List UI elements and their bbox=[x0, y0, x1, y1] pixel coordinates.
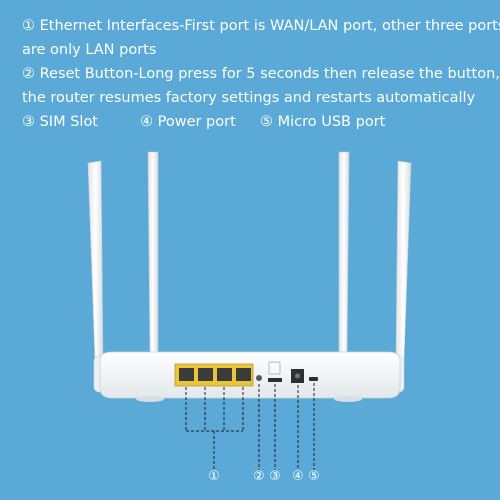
sim-slot[interactable] bbox=[268, 378, 282, 382]
callout-lines bbox=[185, 383, 315, 470]
port-legend: ③ SIM Slot ④ Power port ⑤ Micro USB port bbox=[22, 110, 492, 134]
sim-slot-legend: ③ SIM Slot bbox=[22, 114, 98, 130]
description-text: ① Ethernet Interfaces-First port is WAN/… bbox=[22, 14, 500, 134]
ethernet-description-line-1: ① Ethernet Interfaces-First port is WAN/… bbox=[22, 18, 500, 34]
antenna-outer-right bbox=[395, 160, 412, 361]
ethernet-port-2[interactable] bbox=[198, 368, 213, 381]
ethernet-port-1[interactable] bbox=[179, 368, 194, 381]
reset-description-line-1: ② Reset Button-Long press for 5 seconds … bbox=[22, 66, 500, 82]
router-foot-left bbox=[136, 396, 164, 402]
antenna-outer-left bbox=[87, 160, 104, 361]
callout-power: ④ bbox=[292, 469, 304, 484]
ethernet-description-line-2: are only LAN ports bbox=[22, 42, 157, 58]
ethernet-port-block bbox=[174, 363, 254, 387]
router-foot-right bbox=[334, 396, 362, 402]
callout-sim: ③ bbox=[269, 469, 281, 484]
micro-usb-port[interactable] bbox=[309, 377, 318, 381]
power-port-legend: ④ Power port bbox=[140, 114, 236, 130]
callout-usb: ⑤ bbox=[308, 469, 320, 484]
power-port-pin-icon bbox=[295, 373, 300, 379]
antenna-inner-left bbox=[147, 151, 159, 357]
reset-button[interactable] bbox=[256, 375, 262, 381]
antenna-inner-right bbox=[338, 151, 350, 357]
ethernet-port-3[interactable] bbox=[217, 368, 232, 381]
callout-ethernet: ① bbox=[208, 469, 220, 484]
callout-reset: ② bbox=[253, 469, 265, 484]
micro-usb-legend: ⑤ Micro USB port bbox=[260, 114, 386, 130]
sim-slot-label-icon bbox=[268, 361, 281, 375]
ethernet-port-4[interactable] bbox=[236, 368, 251, 381]
reset-description-line-2: the router resumes factory settings and … bbox=[22, 90, 476, 106]
